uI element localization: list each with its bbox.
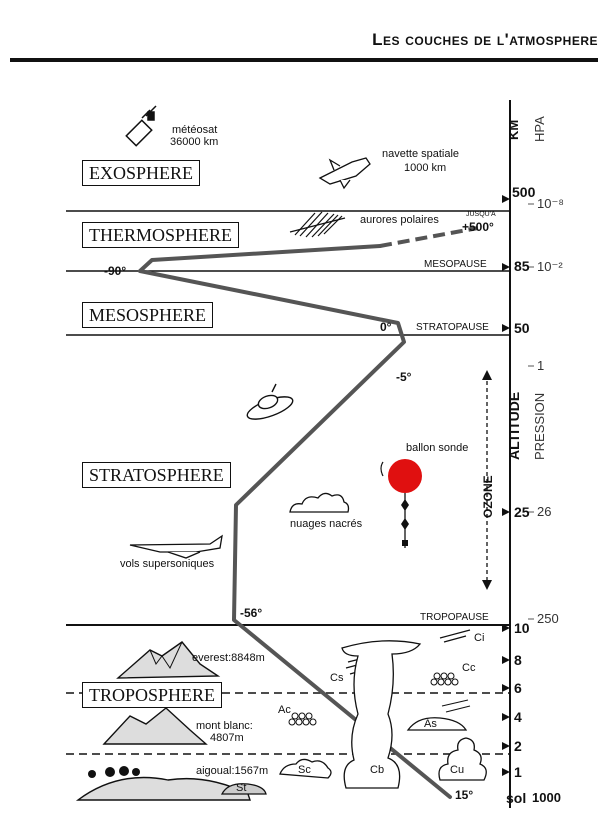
temp-mesopause: -90°	[104, 264, 127, 278]
temp-thermo-upto: JUSQU'A	[466, 211, 496, 218]
temperature-profile	[138, 244, 452, 799]
cloud-label-cb: Cb	[370, 764, 385, 776]
stratus-cloud	[220, 783, 267, 795]
temperature-profile-dashed	[379, 226, 479, 248]
layer-thermosphere: THERMOSPHERE	[82, 222, 240, 248]
shuttle-label: navette spatiale	[382, 148, 460, 160]
hpa-tick-1000: 1000	[532, 790, 561, 805]
tropopause-label: TROPOPAUSE	[420, 612, 489, 623]
layer-troposphere: TROPOSPHERE	[82, 682, 223, 708]
stratopause-label: STRATOPAUSE	[416, 322, 489, 333]
cloud-label-st: St	[236, 782, 247, 794]
hpa-tick-250: 250	[537, 611, 559, 626]
km-unit-label: KM	[506, 119, 521, 140]
meteosat-label: météosat	[172, 124, 218, 136]
altocumulus-cloud	[288, 712, 317, 726]
weather-balloon	[388, 459, 422, 493]
hpa-tick-1e-2: 10⁻²	[537, 259, 563, 274]
aurora-icon	[289, 211, 346, 238]
altostratus-cloud	[406, 717, 468, 731]
montblanc-label: mont blanc:	[196, 720, 253, 732]
cloud-label-ci: Ci	[474, 632, 485, 644]
nacre-label: nuages nacrés	[290, 518, 363, 530]
cloud-label-cc: Cc	[462, 662, 476, 674]
cirrocumulus-cloud	[430, 672, 459, 686]
temp-stratopause: 0°	[380, 320, 392, 334]
meteosat-alt: 36000 km	[170, 136, 219, 148]
ozone-label: OZONE	[481, 475, 495, 518]
stratocumulus-cloud	[279, 758, 332, 779]
flying-object-icon	[246, 383, 294, 420]
space-shuttle-icon	[318, 157, 371, 190]
balloon-label: ballon sonde	[406, 442, 469, 454]
hpa-tick-1: 1	[537, 358, 545, 373]
cloud-label-as: As	[424, 718, 437, 730]
temp-tropopause: -56°	[240, 606, 263, 620]
altitude-label: ALTITUDE	[506, 391, 522, 460]
layer-exosphere: EXOSPHERE	[82, 160, 201, 186]
supersonic-jet-icon	[129, 534, 223, 559]
montblanc-alt: 4807m	[210, 732, 244, 744]
cloud-label-ac: Ac	[278, 704, 291, 716]
aigoual-hill	[75, 776, 251, 801]
km-tick-4: 4	[514, 709, 522, 725]
km-tick-50: 50	[514, 320, 530, 336]
layer-stratosphere: STRATOSPHERE	[82, 462, 231, 488]
pressure-label: PRESSION	[532, 392, 547, 460]
temp-thermo: +500°	[462, 220, 494, 234]
hpa-tick-26: 26	[537, 504, 552, 519]
cloud-label-sc: Sc	[298, 764, 311, 776]
page-title: Les couches de l'atmosphere	[372, 30, 598, 49]
title-rule	[10, 58, 598, 62]
km-tick-1: 1	[514, 764, 522, 780]
km-tick-8: 8	[514, 652, 522, 668]
everest-label: everest:8848m	[192, 652, 265, 664]
trees-icon	[88, 766, 140, 778]
aurora-label: aurores polaires	[360, 214, 439, 226]
km-tick-25: 25	[514, 504, 530, 520]
hpa-unit-label: HPA	[532, 116, 547, 142]
mont-blanc-mountain	[102, 707, 208, 745]
km-tick-10: 10	[514, 620, 530, 636]
pressure-ticks	[528, 203, 534, 620]
mesopause-label: MESOPAUSE	[424, 259, 487, 270]
cumulonimbus-cloud	[341, 640, 422, 789]
km-tick-85: 85	[514, 258, 530, 274]
axis-ticks	[502, 195, 510, 776]
cloud-label-cu: Cu	[450, 764, 465, 776]
layer-mesosphere: MESOSPHERE	[82, 302, 214, 328]
km-tick-sol: sol	[506, 790, 527, 806]
supersonic-label: vols supersoniques	[120, 558, 215, 570]
nacre-cloud-icon	[289, 492, 350, 513]
ozone-arrow-top	[482, 370, 492, 380]
km-tick-6: 6	[514, 680, 522, 696]
km-tick-500: 500	[512, 184, 536, 200]
temp-ground: 15°	[455, 788, 474, 802]
cloud-label-cs: Cs	[330, 672, 344, 684]
satellite-icon	[125, 105, 157, 147]
temp-minus5: -5°	[396, 370, 412, 384]
cumulus-cloud	[438, 737, 487, 781]
ozone-arrow-bottom	[482, 580, 492, 590]
cirrus-cloud	[439, 629, 471, 643]
hpa-tick-1e-8: 10⁻⁸	[537, 196, 564, 211]
shuttle-alt: 1000 km	[404, 162, 447, 174]
aigoual-label: aigoual:1567m	[196, 765, 269, 777]
km-tick-2: 2	[514, 738, 522, 754]
